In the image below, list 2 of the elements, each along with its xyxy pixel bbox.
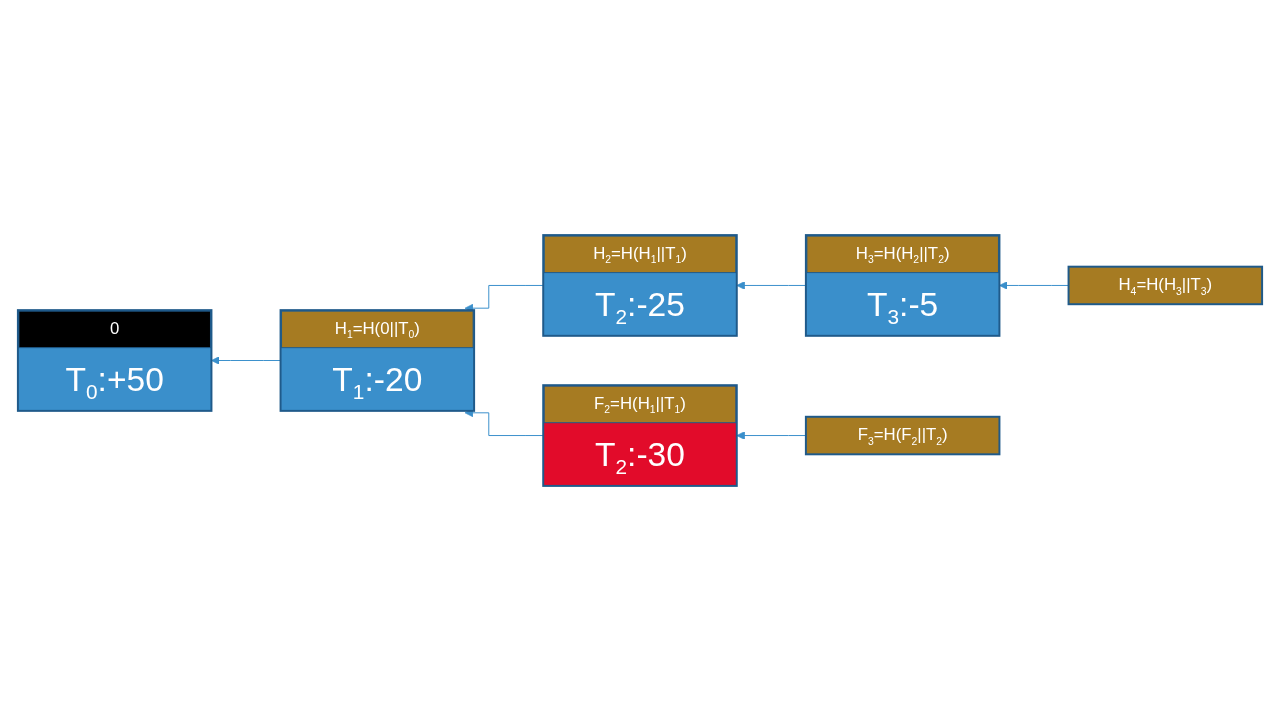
node-box: H$_{4}$=H(H$_{3}$||T$_{3}$) [1067,265,1264,306]
node-box: F$_{3}$=H(F$_{2}$||T$_{2}$) [804,415,1001,456]
